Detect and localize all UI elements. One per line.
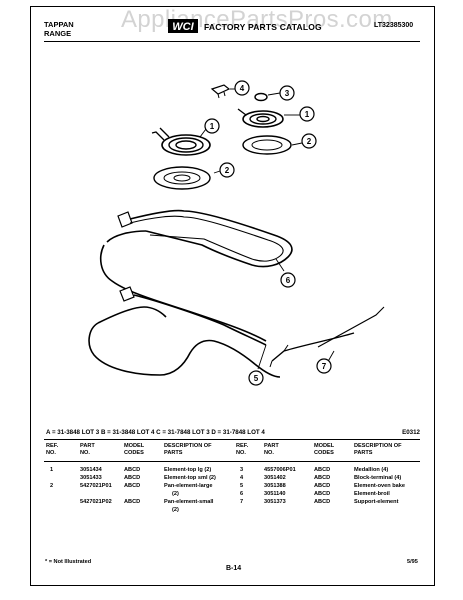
header-description-left: DESCRIPTION OF PARTS (164, 443, 212, 456)
callout-2a: 2 (219, 162, 235, 178)
callout-label: 1 (210, 122, 215, 131)
header-ref-no-left: REF. NO. (46, 443, 59, 456)
surface-element-right (237, 108, 292, 155)
header-ref-no-right: REF. NO. (236, 443, 249, 456)
callout-1a: 1 (204, 118, 220, 134)
brand-block: TAPPAN RANGE (44, 20, 74, 38)
callout-label: 1 (305, 110, 310, 119)
table-row-desc: Element-top lg (2) (164, 467, 212, 473)
table-row-model: ABCD (124, 483, 141, 489)
callout-label: 5 (254, 374, 259, 383)
footnote: * = Not Illustrated (45, 559, 92, 565)
model-number: LT32385300 (374, 22, 414, 29)
table-row-ref: 4 (240, 475, 244, 481)
callout-1b: 1 (299, 106, 315, 122)
page-frame (30, 6, 435, 586)
table-row-part: 3051388 (264, 483, 286, 489)
table-row-desc: Element-oven bake (354, 483, 405, 489)
table-row-model: ABCD (124, 475, 141, 481)
callout-4: 4 (234, 80, 250, 96)
table-row-desc: Block-terminal (4) (354, 475, 402, 481)
terminal-block (210, 84, 231, 99)
header-description-right: DESCRIPTION OF PARTS (354, 443, 402, 456)
table-row-desc: Element-broil (354, 491, 390, 497)
callout-label: 4 (240, 84, 245, 93)
broil-element (99, 209, 293, 342)
table-row-part: 4557006P01 (264, 467, 296, 473)
callout-label: 7 (322, 362, 327, 371)
medallion (254, 92, 268, 102)
table-row-ref: 2 (50, 483, 54, 489)
header-model-codes-right: MODEL CODES (314, 443, 335, 456)
callout-6: 6 (280, 272, 296, 288)
callout-2b: 2 (301, 133, 317, 149)
table-row-desc: (2) (172, 491, 179, 497)
header-model-codes-left: MODEL CODES (124, 443, 145, 456)
table-row-part: 5427021P02 (80, 499, 112, 505)
table-row-desc: (2) (172, 507, 179, 513)
table-row-desc: Medallion (4) (354, 467, 389, 473)
table-row-model: ABCD (314, 483, 331, 489)
table-top-rule (44, 439, 420, 440)
table-row-model: ABCD (124, 467, 141, 473)
table-row-ref: 5 (240, 483, 244, 489)
header-rule (44, 41, 420, 42)
table-header-rule (44, 461, 420, 462)
page-number: B-14 (226, 565, 242, 572)
watermark: AppliancePartsPros.com (121, 6, 393, 33)
lot-codes: A = 31-3848 LOT 3 B = 31-3848 LOT 4 C = … (46, 429, 265, 436)
revision-date: 5/95 (407, 559, 418, 565)
exploded-parts-diagram: 1 2 4 3 1 2 6 5 7 (88, 80, 385, 386)
table-row-model: ABCD (314, 491, 331, 497)
catalog-title: FACTORY PARTS CATALOG (204, 22, 322, 32)
figure-code: E0312 (402, 429, 420, 436)
table-row-desc: Element-top sml (2) (164, 475, 216, 481)
table-row-part: 3051433 (80, 475, 102, 481)
product-type: RANGE (44, 29, 72, 38)
bake-element (88, 286, 281, 378)
header-part-no-left: PART NO. (80, 443, 95, 456)
callout-label: 3 (285, 89, 290, 98)
brand-name: TAPPAN (44, 20, 74, 29)
table-row-ref: 7 (240, 499, 244, 505)
header-part-no-right: PART NO. (264, 443, 279, 456)
table-row-desc: Support-element (354, 499, 399, 505)
table-row-desc: Pan-element-large (164, 483, 213, 489)
svg-text:WCI: WCI (172, 21, 194, 33)
table-row-model: ABCD (124, 499, 141, 505)
table-row-ref: 3 (240, 467, 244, 473)
table-row-ref: 1 (50, 467, 54, 473)
table-row-desc: Pan-element-small (164, 499, 214, 505)
table-row-part: 3051373 (264, 499, 286, 505)
leader-lines (199, 88, 335, 370)
table-row-ref: 6 (240, 491, 244, 497)
table-row-model: ABCD (314, 475, 331, 481)
table-row-model: ABCD (314, 467, 331, 473)
callout-3: 3 (279, 85, 295, 101)
table-row-part: 3051434 (80, 467, 102, 473)
callout-label: 2 (225, 166, 230, 175)
support-element (269, 306, 385, 368)
callout-7: 7 (316, 358, 332, 374)
table-row-part: 3051402 (264, 475, 286, 481)
callout-label: 6 (286, 276, 291, 285)
table-row-part: 5427021P01 (80, 483, 112, 489)
surface-element-left (151, 127, 211, 190)
callout-label: 2 (307, 137, 312, 146)
table-row-model: ABCD (314, 499, 331, 505)
callout-5: 5 (248, 370, 264, 386)
manufacturer-logo-icon: WCI (168, 19, 198, 33)
table-row-part: 3051140 (264, 491, 286, 497)
